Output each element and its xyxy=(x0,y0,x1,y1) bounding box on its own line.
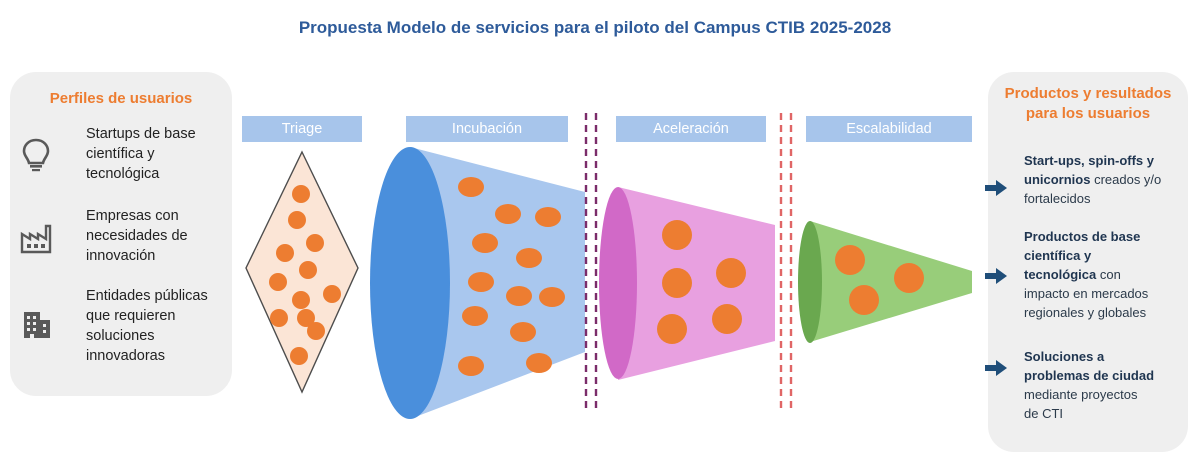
divider-incubation-acceleration xyxy=(584,113,598,412)
result-text: fortalecidos xyxy=(1024,191,1091,206)
results-title-line2: para los usuarios xyxy=(1025,105,1151,122)
triage-dot xyxy=(306,234,324,252)
triage-dot xyxy=(297,309,315,327)
triage-dot xyxy=(290,347,308,365)
triage-dot xyxy=(269,273,287,291)
stage-label-scalability: Escalabilidad xyxy=(806,116,972,142)
incubation-dot xyxy=(516,248,542,268)
results-panel: Productos y resultados para los usuarios… xyxy=(988,72,1188,452)
incubation-dot xyxy=(472,233,498,253)
triage-dot xyxy=(292,291,310,309)
triage-dot xyxy=(288,211,306,229)
incubation-dot xyxy=(468,272,494,292)
results-title-line1: Productos y resultados xyxy=(1004,85,1172,102)
acceleration-dot xyxy=(662,268,692,298)
result-text: unicornios xyxy=(1024,172,1091,187)
results-title: Productos y resultados para los usuarios xyxy=(988,84,1188,124)
arrow-right-icon xyxy=(985,180,1007,196)
acceleration-dots xyxy=(657,220,746,344)
triage-dots xyxy=(269,185,341,365)
stage-label-triage: Triage xyxy=(242,116,362,142)
profile-startups-text: Startups de base científica y tecnológic… xyxy=(86,126,196,182)
triage-dot xyxy=(307,322,325,340)
page-title: Propuesta Modelo de servicios para el pi… xyxy=(298,18,892,37)
result-text: mediante proyectos xyxy=(1024,387,1138,402)
user-profiles-title: Perfiles de usuarios xyxy=(49,90,193,107)
result-text: regionales y globales xyxy=(1024,305,1147,320)
triage-dot xyxy=(276,244,294,262)
incubation-dot xyxy=(495,204,521,224)
scalability-dots xyxy=(835,245,924,315)
acceleration-dot xyxy=(712,304,742,334)
incubation-funnel-end xyxy=(370,147,450,419)
arrow-right-icon xyxy=(985,360,1007,376)
acceleration-dot xyxy=(716,258,746,288)
triage-dot xyxy=(323,285,341,303)
profile-public-entities-text: Entidades públicas que requieren solucio… xyxy=(86,288,208,364)
triage-dot xyxy=(299,261,317,279)
scalability-funnel-body xyxy=(810,221,972,342)
scalability-dot xyxy=(835,245,865,275)
result-text: creados y/o xyxy=(1090,172,1162,187)
result-text: impacto en mercados xyxy=(1024,286,1149,301)
acceleration-dot xyxy=(657,314,687,344)
scalability-funnel-end xyxy=(798,221,822,343)
scalability-dot xyxy=(849,285,879,315)
factory-icon xyxy=(18,220,54,256)
triage-dot xyxy=(270,309,288,327)
arrow-right-icon xyxy=(985,268,1007,284)
result-text: tecnológica xyxy=(1024,267,1097,282)
incubation-dot xyxy=(462,306,488,326)
acceleration-dot xyxy=(662,220,692,250)
result-city-solutions: Soluciones a problemas de ciudad mediant… xyxy=(1024,347,1184,423)
acceleration-funnel-body xyxy=(618,187,775,380)
stage-label-acceleration: Aceleración xyxy=(616,116,766,142)
incubation-dot xyxy=(458,177,484,197)
result-products: Productos de base científica y tecnológi… xyxy=(1024,227,1184,322)
result-text: de CTI xyxy=(1024,406,1064,421)
result-text: problemas de ciudad xyxy=(1024,368,1155,383)
stage-label-incubation: Incubación xyxy=(406,116,568,142)
result-startups: Start-ups, spin-offs y unicornios creado… xyxy=(1024,151,1184,208)
result-text: científica y xyxy=(1024,248,1092,263)
incubation-dot xyxy=(510,322,536,342)
user-profiles-panel: Perfiles de usuarios Startups de base ci… xyxy=(10,72,232,396)
incubation-dot xyxy=(506,286,532,306)
divider-acceleration-scalability xyxy=(779,113,793,412)
result-text: Productos de base xyxy=(1024,229,1141,244)
result-text: con xyxy=(1096,267,1121,282)
triage-dot xyxy=(292,185,310,203)
incubation-dot xyxy=(535,207,561,227)
profile-companies-text: Empresas con necesidades de innovación xyxy=(86,208,188,264)
incubation-dot xyxy=(458,356,484,376)
scalability-dot xyxy=(894,263,924,293)
acceleration-funnel-end xyxy=(599,187,637,379)
result-text: Start-ups, spin-offs y xyxy=(1024,153,1155,168)
building-icon xyxy=(18,304,54,340)
incubation-dot xyxy=(539,287,565,307)
incubation-dot xyxy=(526,353,552,373)
result-text: Soluciones a xyxy=(1024,349,1105,364)
lightbulb-icon xyxy=(18,136,54,172)
incubation-dots xyxy=(458,177,565,376)
